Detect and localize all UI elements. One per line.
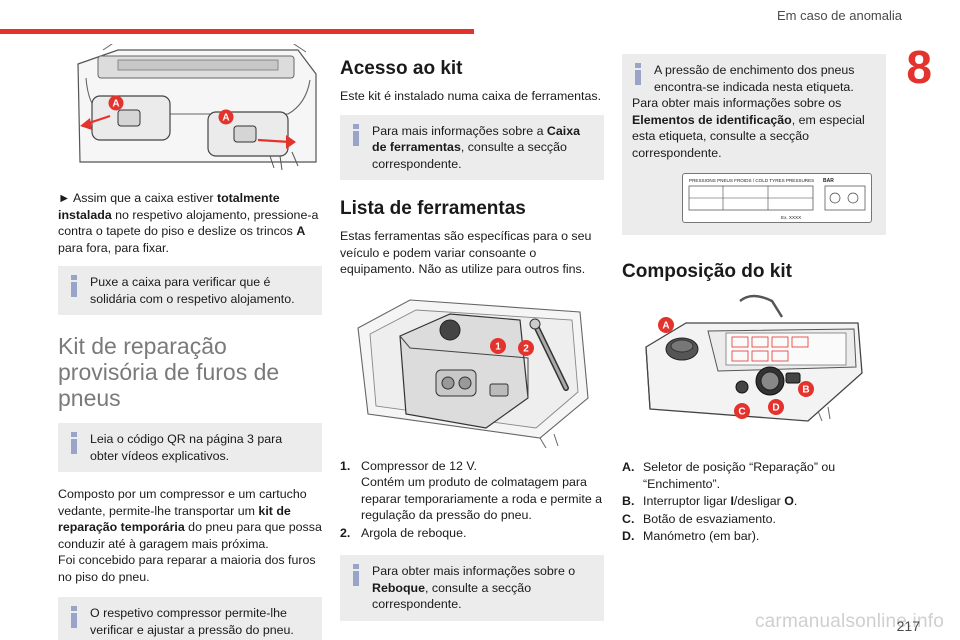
list-item: A. Seletor de posição “Reparação” ou “En… (622, 460, 836, 491)
watermark-text: carmanualsonline.info (754, 611, 944, 632)
figure-compressor: A B C D (622, 293, 886, 445)
step-latch-instruction: ► Assim que a caixa estiver totalmente i… (58, 191, 319, 255)
callout-a-left (108, 95, 124, 111)
info-box-towing: Para obter mais informações sobre o Rebo… (340, 555, 604, 621)
column-2: Acesso ao kit Este kit é instalado numa … (340, 58, 604, 621)
info-box-compressor: O respetivo compressor permite-lhe verif… (58, 597, 322, 640)
info-box-pull-check: Puxe a caixa para verificar que é solidá… (58, 266, 322, 315)
repair-kit-description: Composto por um compressor e um cartucho… (58, 487, 322, 584)
info-icon (68, 275, 80, 297)
callout-1-label: 1 (495, 341, 501, 352)
tyre-pressure-label-illustration: PRESSIONS PNEUS FROIDS / COLD TYRES PRES… (688, 178, 866, 220)
list-item: 1. Compressor de 12 V. Contém um produto… (340, 458, 603, 523)
callout-a-right (218, 109, 234, 125)
list-item: D. Manómetro (em bar). (622, 529, 760, 543)
callout-2-label: 2 (523, 343, 529, 354)
column-1: A A ► Assim que a caixa estiver totalmen… (58, 44, 322, 640)
header-title: Em caso de anomalia (776, 8, 902, 23)
callout-c-label: C (738, 407, 745, 418)
callout-1 (490, 337, 506, 354)
figure-toolbox-contents: 1 2 (340, 287, 604, 448)
access-kit-body: Este kit é instalado numa caixa de ferra… (340, 89, 602, 103)
page-number: 217 (896, 618, 920, 634)
callout-d-label: D (772, 403, 779, 414)
info-icon (350, 123, 362, 146)
label-footer: Ex. XXXX (781, 215, 801, 220)
section-title-access-kit: Acesso ao kit (340, 58, 463, 79)
tool-list: 1. Compressor de 12 V. Contém um produto… (340, 458, 604, 542)
list-item: B. Interruptor ligar I/desligar O. (622, 494, 798, 508)
callout-b-label: B (802, 385, 809, 396)
section-title-tool-list: Lista de ferramentas (340, 198, 526, 219)
callout-a-label: A (662, 321, 669, 332)
chapter-number: 8 (906, 41, 932, 93)
toolbox-contents-illustration: 1 2 (357, 298, 589, 448)
step-arrow-icon: ► (58, 191, 71, 205)
compressor-illustration: A B C D (645, 294, 863, 422)
info-icon (632, 63, 644, 85)
callout-d (768, 399, 784, 415)
callout-a (658, 317, 674, 333)
tool-list-body: Estas ferramentas são específicas para o… (340, 229, 592, 276)
callout-c (734, 403, 750, 419)
info-box-pressure-label: A pressão de enchimento dos pneus encont… (622, 54, 886, 235)
label-heading: PRESSIONS PNEUS FROIDS / COLD TYRES PRES… (689, 178, 814, 183)
kit-composition-list: A. Seletor de posição “Reparação” ou “En… (622, 459, 886, 545)
callout-a-left-label: A (112, 99, 119, 110)
info-box-toolbox: Para mais informações sobre a Caixa de f… (340, 114, 604, 180)
list-item: C. Botão de esvaziamento. (622, 511, 776, 526)
info-icon (350, 564, 362, 586)
callout-a-right-label: A (222, 113, 229, 124)
figure-toolbox-latches: A A (58, 44, 322, 172)
info-box-qr-code: Leia o código QR na página 3 para obter … (58, 423, 322, 472)
section-title-repair-kit: Kit de reparação provisória de furos de … (58, 333, 280, 411)
label-bar-unit: BAR (823, 178, 834, 184)
callout-b (798, 381, 814, 397)
section-title-kit-composition: Composição do kit (622, 261, 792, 282)
column-3: A pressão de enchimento dos pneus encont… (622, 54, 886, 546)
callout-2 (518, 339, 534, 356)
toolbox-latches-illustration: A A (77, 44, 317, 171)
list-item: 2. Argola de reboque. (340, 525, 467, 540)
info-icon (68, 606, 80, 628)
tyre-pressure-label-figure: PRESSIONS PNEUS FROIDS / COLD TYRES PRES… (682, 173, 872, 223)
header-accent-bar (0, 29, 474, 34)
info-icon (68, 432, 80, 454)
